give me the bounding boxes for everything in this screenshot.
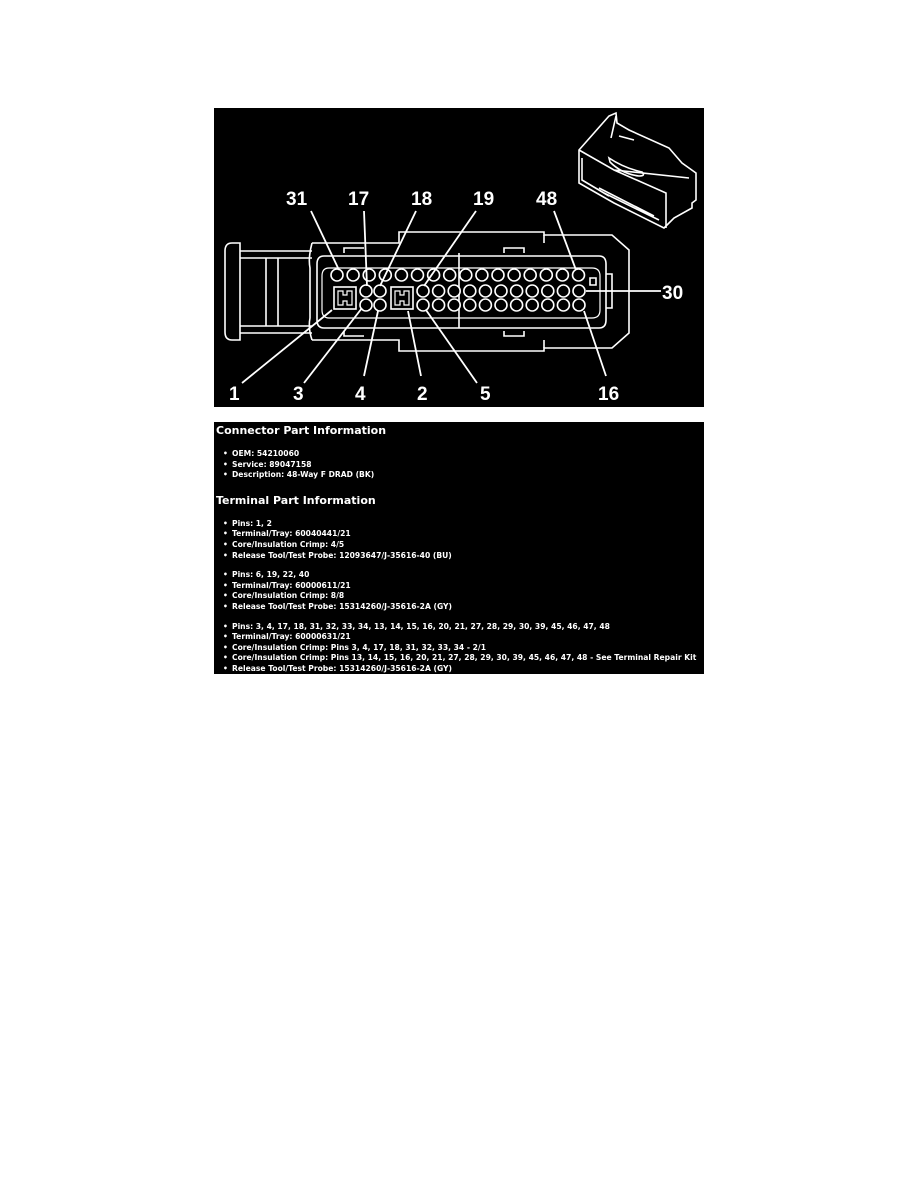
pin-label-3: 3 (293, 384, 304, 405)
pin-cavity (572, 284, 586, 298)
pin-cavity (410, 268, 425, 282)
pin-cavity (373, 284, 387, 298)
pin-cavity (330, 268, 344, 282)
large-pin-contact (337, 290, 353, 306)
pin-cavity (525, 298, 540, 312)
pin-cavity (571, 268, 586, 282)
pin-label-19: 19 (473, 189, 494, 210)
pin-cavity (442, 268, 457, 282)
pin-label-16: 16 (598, 384, 619, 405)
list-item: Release Tool/Test Probe: 15314260/J-3561… (223, 664, 702, 675)
list-item: Core/Insulation Crimp: 8/8 (223, 591, 702, 602)
pin-cavity (572, 298, 586, 312)
list-item: Description: 48-Way F DRAD (BK) (223, 470, 702, 481)
list-item: Core/Insulation Crimp: Pins 13, 14, 15, … (223, 653, 702, 664)
pin-cavity (359, 298, 373, 312)
pin-cavity (362, 268, 376, 282)
pin-cavity (540, 298, 555, 312)
list-item: Pins: 3, 4, 17, 18, 31, 32, 33, 34, 13, … (223, 622, 702, 633)
connector-3d-view (578, 111, 697, 229)
pin-array (330, 268, 586, 312)
pin-cavity (494, 284, 508, 298)
pin-label-2: 2 (417, 384, 428, 405)
large-pin-contact (394, 290, 410, 306)
pin-label-18: 18 (411, 189, 432, 210)
pin-cavity (447, 298, 461, 312)
list-item: Core/Insulation Crimp: Pins 3, 4, 17, 18… (223, 643, 702, 654)
leader-lines (241, 210, 661, 384)
pin-label-1: 1 (229, 384, 240, 405)
connector-diagram: 31 17 18 19 48 30 1 3 4 2 5 16 (214, 108, 704, 407)
connector-latch (224, 242, 313, 341)
list-item: Release Tool/Test Probe: 15314260/J-3561… (223, 602, 702, 613)
pin-label-5: 5 (480, 384, 491, 405)
pin-label-17: 17 (348, 189, 369, 210)
connector-heading: Connector Part Information (216, 424, 387, 437)
terminal-heading: Terminal Part Information (216, 493, 376, 507)
list-item: Terminal/Tray: 60040441/21 (223, 529, 702, 540)
list-item: Core/Insulation Crimp: 4/5 (223, 540, 702, 551)
list-item: Terminal/Tray: 60000631/21 (223, 632, 702, 643)
part-information-panel: Connector Part Information OEM: 54210060… (214, 422, 704, 674)
pin-cavity (359, 284, 373, 298)
pin-cavity (394, 268, 409, 282)
pin-cavity (509, 298, 524, 312)
pin-cavity (459, 268, 473, 282)
list-item: OEM: 54210060 (223, 449, 702, 460)
list-item: Pins: 6, 19, 22, 40 (223, 570, 702, 581)
pin-cavity (491, 268, 505, 282)
pin-label-30: 30 (662, 283, 683, 304)
list-item: Release Tool/Test Probe: 12093647/J-3561… (223, 551, 702, 562)
list-item: Pins: 1, 2 (223, 519, 702, 530)
pin-cavity (556, 284, 571, 298)
pin-label-4: 4 (355, 384, 366, 405)
pin-cavity (431, 298, 446, 312)
pin-cavity (475, 268, 489, 282)
pin-label-48: 48 (536, 189, 557, 210)
pin-cavity (523, 268, 538, 282)
pin-cavity (507, 268, 521, 282)
pin-cavity (539, 268, 554, 282)
pin-cavity (478, 284, 493, 298)
pin-cavity (478, 298, 493, 312)
pin-cavity (463, 298, 477, 312)
pin-cavity (416, 298, 430, 312)
pin-cavity (463, 284, 477, 298)
list-item: Service: 89047158 (223, 460, 702, 471)
pin-cavity (447, 284, 461, 298)
pin-cavity (416, 284, 430, 298)
pin-cavity (509, 284, 524, 298)
pin-label-31: 31 (286, 189, 308, 210)
pin-cavity (556, 298, 571, 312)
pin-cavity (555, 268, 570, 282)
pin-cavity (373, 298, 387, 312)
pin-cavity (346, 268, 360, 282)
pin-cavity (431, 284, 446, 298)
pin-cavity (540, 284, 555, 298)
pin-cavity (494, 298, 508, 312)
list-item: Terminal/Tray: 60000611/21 (223, 581, 702, 592)
pin-cavity (525, 284, 540, 298)
